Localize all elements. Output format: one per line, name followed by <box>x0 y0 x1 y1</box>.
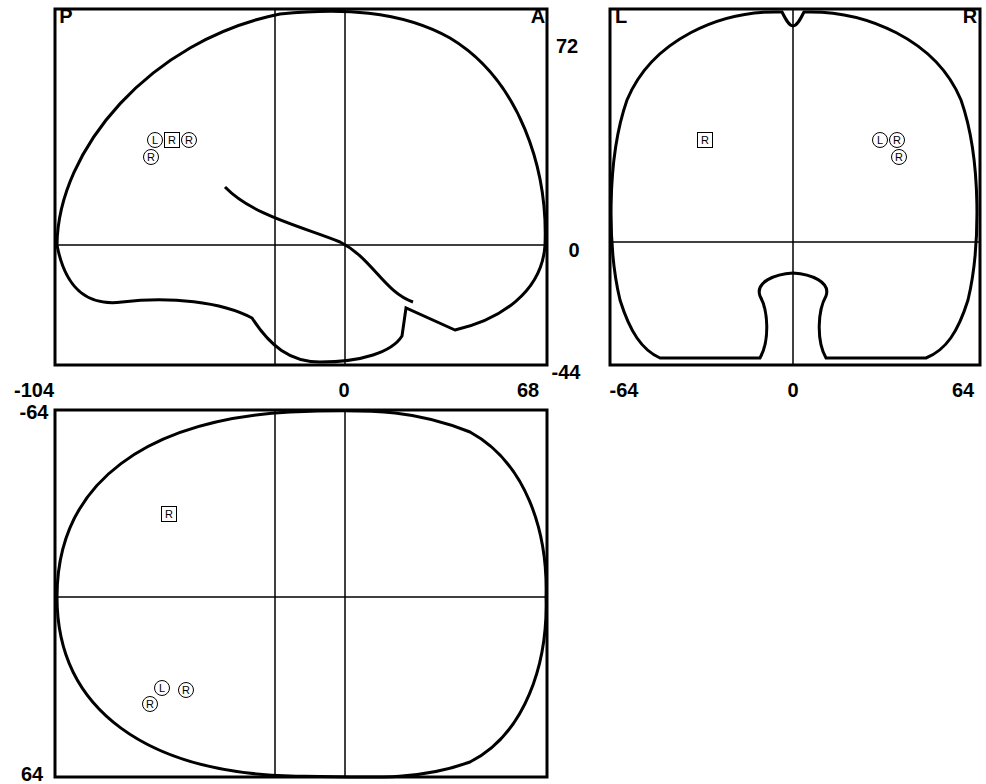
marker-letter: R <box>893 135 901 146</box>
axis-number: -64 <box>610 380 639 400</box>
axis-number: -44 <box>552 362 581 382</box>
marker-letter: R <box>165 509 173 520</box>
marker-letter: R <box>147 152 155 163</box>
marker-letter: L <box>159 683 165 694</box>
marker-letter: R <box>182 685 190 696</box>
peak-circle: R <box>178 682 194 698</box>
marker-letter: R <box>146 699 154 710</box>
peak-circle: R <box>181 132 197 148</box>
peak-circle: R <box>891 149 907 165</box>
peak-square: R <box>164 132 180 148</box>
peak-circle: R <box>889 132 905 148</box>
marker-letter: L <box>877 135 883 146</box>
marker-letter: L <box>152 135 158 146</box>
axis-number: 64 <box>952 380 974 400</box>
peak-square: R <box>697 132 713 148</box>
axis-number: 0 <box>787 380 798 400</box>
marker-letter: R <box>701 135 709 146</box>
peak-circle: R <box>143 149 159 165</box>
axis-number: 72 <box>556 36 578 56</box>
peak-circle: L <box>147 132 163 148</box>
axis-number: 64 <box>21 764 43 784</box>
marker-letter: R <box>185 135 193 146</box>
orientation-label: R <box>963 6 977 26</box>
orientation-label: L <box>615 6 627 26</box>
orientation-label: A <box>531 6 545 26</box>
orientation-label: P <box>59 6 72 26</box>
peak-circle: R <box>142 696 158 712</box>
axis-number: 68 <box>517 380 539 400</box>
peak-circle: L <box>872 132 888 148</box>
peak-circle: L <box>154 680 170 696</box>
peak-square: R <box>161 506 177 522</box>
axis-number: 0 <box>338 380 349 400</box>
marker-letter: R <box>895 152 903 163</box>
axis-number: 0 <box>568 240 579 260</box>
marker-letter: R <box>168 135 176 146</box>
axis-number: -104 <box>14 380 54 400</box>
axis-number: -64 <box>20 402 49 422</box>
